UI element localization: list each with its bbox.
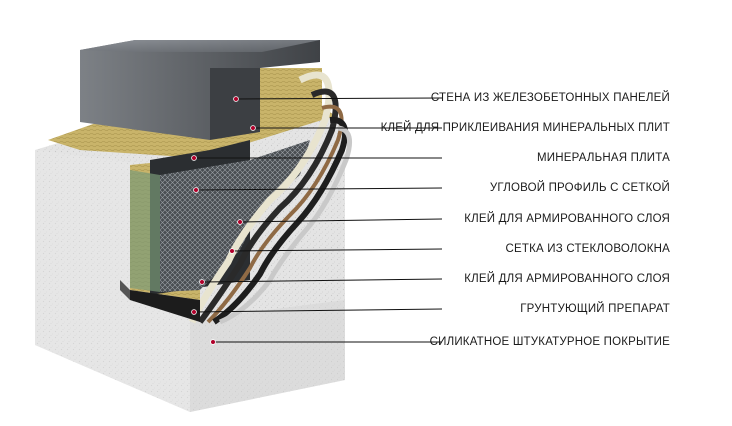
marker-fiberglass-mesh [229,248,235,254]
reinforcement-mesh [130,140,310,292]
label-plaster: СИЛИКАТНОЕ ШТУКАТУРНОЕ ПОКРЫТИЕ [429,336,670,348]
leader-line-fiberglass-mesh [231,248,443,252]
layer-strips [120,71,353,325]
leader-line-corner-profile [195,187,443,191]
leader-line-wall [235,97,443,100]
marker-adhesive-reinforce-2 [199,279,205,285]
label-wall: СТЕНА ИЗ ЖЕЛЕЗОБЕТОННЫХ ПАНЕЛЕЙ [430,92,670,104]
label-corner-profile: УГЛОВОЙ ПРОФИЛЬ С СЕТКОЙ [489,182,670,194]
label-adhesive-reinforce-2: КЛЕЙ ДЛЯ АРМИРОВАННОГО СЛОЯ [464,273,670,285]
marker-primer [191,309,197,315]
leader-line-adhesive-reinforce-2 [201,278,443,283]
leader-lines [191,96,443,345]
leader-line-primer [193,308,443,313]
marker-adhesive-mineral [250,125,256,131]
marker-wall [233,96,239,102]
label-primer: ГРУНТУЮЩИЙ ПРЕПАРАТ [520,303,670,315]
marker-adhesive-reinforce-1 [237,219,243,225]
label-adhesive-reinforce-1: КЛЕЙ ДЛЯ АРМИРОВАННОГО СЛОЯ [464,213,670,225]
label-fiberglass-mesh: СЕТКА ИЗ СТЕКЛОВОЛОКНА [505,243,670,255]
leader-line-adhesive-reinforce-1 [239,218,443,223]
label-adhesive-mineral: КЛЕЙ ДЛЯ ПРИКЛЕИВАНИЯ МИНЕРАЛЬНЫХ ПЛИТ [380,122,670,134]
marker-corner-profile [193,187,199,193]
marker-mineral-board [191,155,197,161]
marker-plaster [210,339,216,345]
label-mineral-board: МИНЕРАЛЬНАЯ ПЛИТА [536,152,670,164]
